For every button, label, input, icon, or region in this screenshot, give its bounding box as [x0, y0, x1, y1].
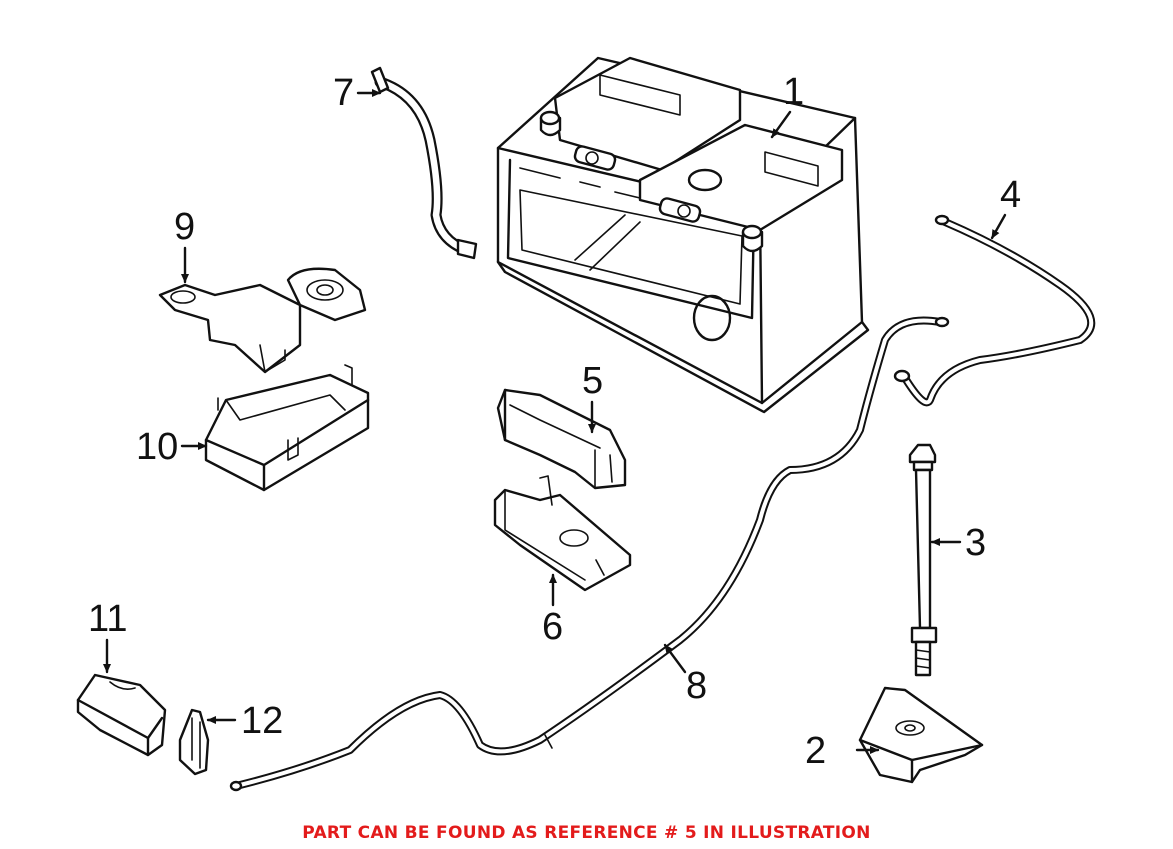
- callout-1: 1: [783, 71, 805, 113]
- leader-arrows: [103, 89, 1007, 754]
- cover-part-11[interactable]: [76, 673, 167, 757]
- clip-part-12[interactable]: [178, 708, 210, 776]
- callout-3: 3: [965, 522, 987, 564]
- reference-note: PART CAN BE FOUND AS REFERENCE # 5 IN IL…: [302, 823, 871, 843]
- callout-2: 2: [805, 730, 827, 772]
- callout-8: 8: [686, 665, 708, 707]
- holder-part-6[interactable]: [493, 475, 632, 592]
- cable-part-7[interactable]: [370, 66, 478, 260]
- callout-5: 5: [582, 360, 604, 402]
- callout-4: 4: [1000, 174, 1022, 216]
- callout-11: 11: [88, 598, 128, 640]
- callout-9: 9: [174, 206, 196, 248]
- bracket-part-2[interactable]: [858, 686, 984, 784]
- bolt-part-3[interactable]: [908, 443, 938, 677]
- box-part-10[interactable]: [204, 364, 370, 492]
- callout-6: 6: [542, 606, 564, 648]
- terminal-cover-part-9[interactable]: [158, 267, 367, 374]
- callout-10: 10: [136, 426, 179, 468]
- callout-7: 7: [333, 72, 355, 114]
- cable-part-4[interactable]: [893, 214, 1096, 407]
- callout-12: 12: [241, 700, 284, 742]
- battery-part-1[interactable]: [496, 56, 870, 414]
- clip-part-5[interactable]: [496, 388, 627, 490]
